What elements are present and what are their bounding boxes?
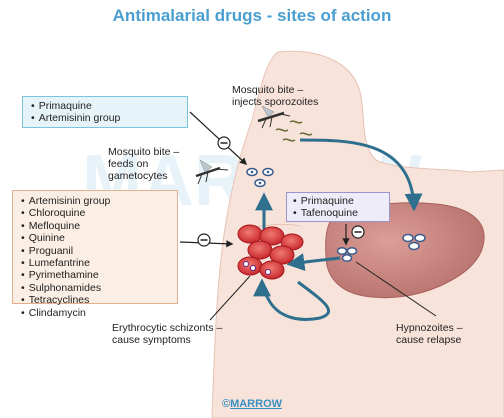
liver-schizonts bbox=[402, 233, 426, 251]
drug-item: Tetracyclines bbox=[21, 294, 169, 306]
drug-list-erythrocytic: Artemisinin group Chloroquine Mefloquine… bbox=[21, 195, 169, 319]
drug-item: Quinine bbox=[21, 232, 169, 244]
hypnozoites bbox=[336, 247, 358, 262]
drug-item: Tafenoquine bbox=[293, 207, 383, 219]
page-title: Antimalarial drugs - sites of action bbox=[112, 6, 392, 25]
connector-hypnozoite-label bbox=[355, 261, 437, 317]
drug-list-gametocyte: Primaquine Artemisinin group bbox=[31, 100, 179, 125]
drug-list-liver: Primaquine Tafenoquine bbox=[293, 195, 383, 220]
drug-item: Mefloquine bbox=[21, 220, 169, 232]
gametocyte-parasites bbox=[246, 167, 274, 188]
footer-brand: MARROW bbox=[230, 398, 283, 410]
copyright-symbol: © bbox=[221, 398, 231, 410]
mosquito-lower bbox=[195, 159, 229, 185]
label-erythrocytic: Erythrocytic schizonts – cause symptoms bbox=[112, 322, 223, 346]
inhibit-symbol-liver bbox=[351, 225, 365, 239]
drug-box-gametocyte: Primaquine Artemisinin group bbox=[22, 96, 188, 128]
inhibit-symbol-erythrocytic bbox=[197, 233, 211, 247]
drug-item: Pyrimethamine bbox=[21, 269, 169, 281]
liver bbox=[325, 202, 485, 299]
drug-item: Artemisinin group bbox=[31, 112, 179, 124]
rbc-parasites bbox=[243, 261, 271, 275]
drug-item: Artemisinin group bbox=[21, 195, 169, 207]
arrow-liver-to-blood bbox=[286, 253, 341, 272]
connector-erythrocytic-label bbox=[209, 275, 251, 321]
red-blood-cells bbox=[237, 224, 304, 280]
connector-gametocyte-drugs bbox=[189, 111, 248, 165]
drug-item: Proguanil bbox=[21, 245, 169, 257]
arrow-blood-cycle-loop bbox=[253, 278, 331, 321]
drug-item: Lumefantrine bbox=[21, 257, 169, 269]
drug-item: Chloroquine bbox=[21, 207, 169, 219]
drug-item: Clindamycin bbox=[21, 307, 169, 319]
inhibit-symbol-gametocyte bbox=[217, 136, 231, 150]
copyright-footer: ©MARROW bbox=[0, 398, 504, 410]
drug-item: Primaquine bbox=[31, 100, 179, 112]
drug-box-erythrocytic: Artemisinin group Chloroquine Mefloquine… bbox=[12, 190, 178, 319]
sporozoites bbox=[275, 120, 313, 142]
arrow-sporozoites-to-liver bbox=[299, 138, 423, 212]
drug-item: Sulphonamides bbox=[21, 282, 169, 294]
label-hypnozoites: Hypnozoites – cause relapse bbox=[396, 322, 463, 346]
drug-item: Primaquine bbox=[293, 195, 383, 207]
label-mosquito-inject: Mosquito bite – injects sporozoites bbox=[232, 84, 319, 108]
drug-box-liver: Primaquine Tafenoquine bbox=[286, 192, 390, 222]
mosquito-upper bbox=[257, 105, 291, 129]
label-mosquito-feed: Mosquito bite – feeds on gametocytes bbox=[108, 146, 180, 182]
